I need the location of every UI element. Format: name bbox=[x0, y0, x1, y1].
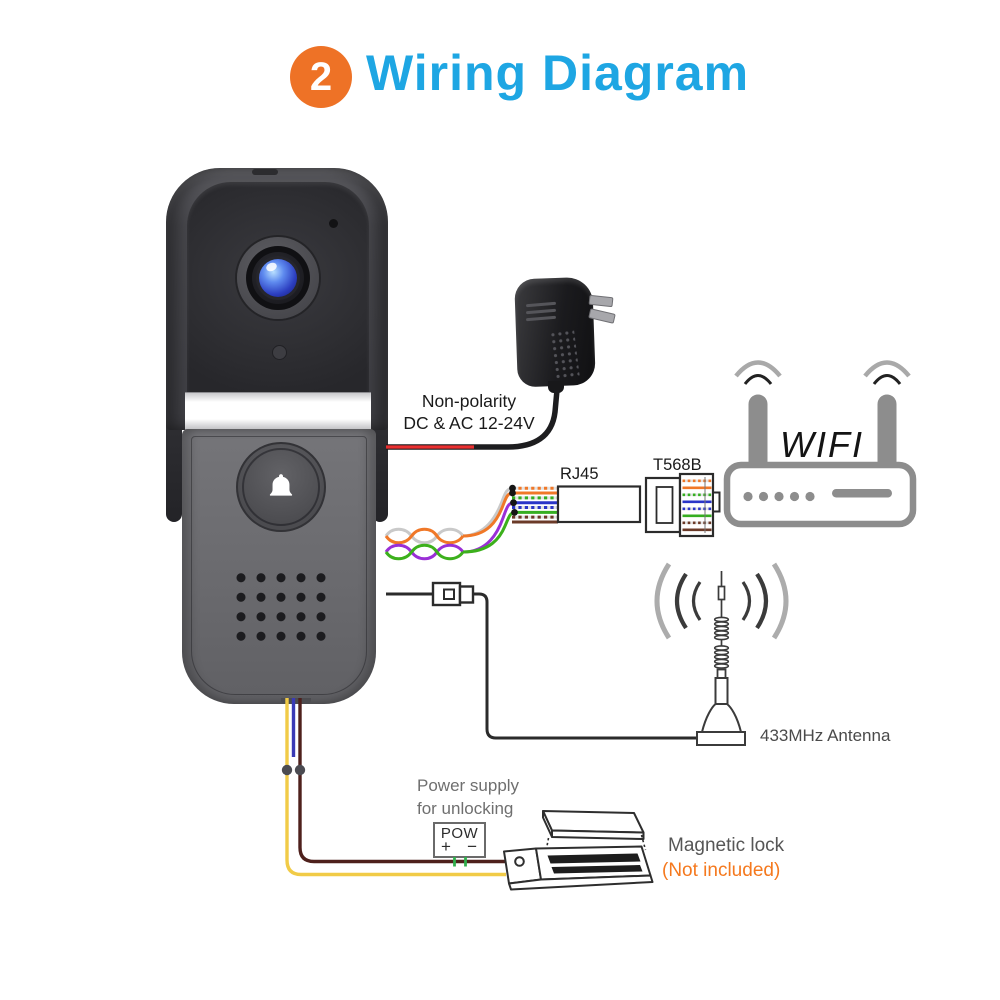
router-leds bbox=[743, 491, 815, 502]
magnetic-lock-label: Magnetic lock bbox=[668, 835, 785, 856]
wire-connector-plug bbox=[458, 585, 475, 604]
page-title: Wiring Diagram bbox=[366, 45, 750, 101]
adapter-strain-relief bbox=[548, 381, 564, 393]
doorbell-button bbox=[236, 442, 326, 532]
speaker-grille bbox=[229, 566, 329, 644]
adapter-label-line2: DC & AC 12-24V bbox=[403, 412, 535, 433]
yellow-unlock-wire bbox=[285, 698, 506, 877]
wifi-signal-icon bbox=[743, 374, 773, 385]
step-number-badge: 2 bbox=[290, 46, 352, 108]
pow-plus-terminal: + bbox=[441, 837, 451, 856]
wire-terminal-dot bbox=[281, 764, 293, 776]
rf-signal-arc bbox=[755, 572, 769, 630]
magnetic-lock bbox=[503, 810, 654, 891]
t568b-plug bbox=[644, 472, 721, 538]
rf-signal-arc bbox=[771, 562, 789, 640]
unlock-label-line1: Power supply bbox=[417, 776, 520, 795]
433mhz-antenna bbox=[654, 562, 789, 746]
rf-signal-arc bbox=[691, 581, 702, 621]
wifi-signal-icon bbox=[863, 360, 911, 378]
t568b-conductors bbox=[512, 486, 558, 524]
rf-signal-arc bbox=[741, 581, 752, 621]
adapter-voltage-label: Non-polarity DC & AC 12-24V bbox=[398, 391, 540, 434]
router-port-bar bbox=[832, 489, 892, 498]
lock-mounting-ear bbox=[503, 847, 542, 885]
microphone-hole bbox=[329, 219, 338, 228]
antenna-label: 433MHz Antenna bbox=[760, 726, 891, 745]
light-sensor bbox=[272, 345, 287, 360]
adapter-label-line1: Non-polarity bbox=[421, 391, 517, 411]
rj45-label: RJ45 bbox=[560, 465, 599, 483]
wire-terminal-dot bbox=[294, 764, 306, 776]
unlock-wires bbox=[281, 698, 506, 877]
antenna-wire bbox=[386, 581, 697, 740]
lock-mounting-hole bbox=[514, 856, 525, 867]
power-wire bbox=[386, 389, 560, 450]
t568b-label: T568B bbox=[653, 456, 702, 474]
antenna-coil bbox=[713, 616, 730, 641]
t568b-plug-conductors bbox=[682, 479, 712, 532]
wire-connector-pin bbox=[443, 588, 455, 600]
wire-exit-notch bbox=[281, 698, 311, 704]
antenna-base bbox=[696, 731, 746, 746]
rf-signal-arc bbox=[654, 562, 672, 640]
twisted-pair-wires bbox=[384, 486, 516, 561]
cover-top-slot bbox=[252, 169, 278, 175]
pow-title: POW bbox=[440, 825, 479, 842]
lock-armature-plate bbox=[542, 810, 645, 834]
wifi-label: WIFI bbox=[780, 424, 864, 465]
wire-junction-dots bbox=[509, 484, 518, 516]
rj45-coupler bbox=[556, 485, 642, 524]
unlock-label-line2: for unlocking bbox=[417, 798, 514, 818]
pow-terminal-box: POW + − bbox=[433, 822, 486, 858]
wifi-router bbox=[723, 360, 917, 528]
router-body bbox=[723, 461, 917, 528]
pow-minus-terminal: − bbox=[467, 837, 477, 856]
not-included-note: (Not included) bbox=[662, 860, 781, 881]
wifi-signal-icon bbox=[872, 374, 902, 385]
brown-unlock-wire bbox=[298, 698, 506, 864]
antenna-coil bbox=[713, 645, 730, 669]
unlock-power-label: Power supply for unlocking bbox=[417, 775, 519, 820]
rf-signal-arc bbox=[674, 572, 688, 630]
wifi-signal-icon bbox=[734, 360, 782, 378]
